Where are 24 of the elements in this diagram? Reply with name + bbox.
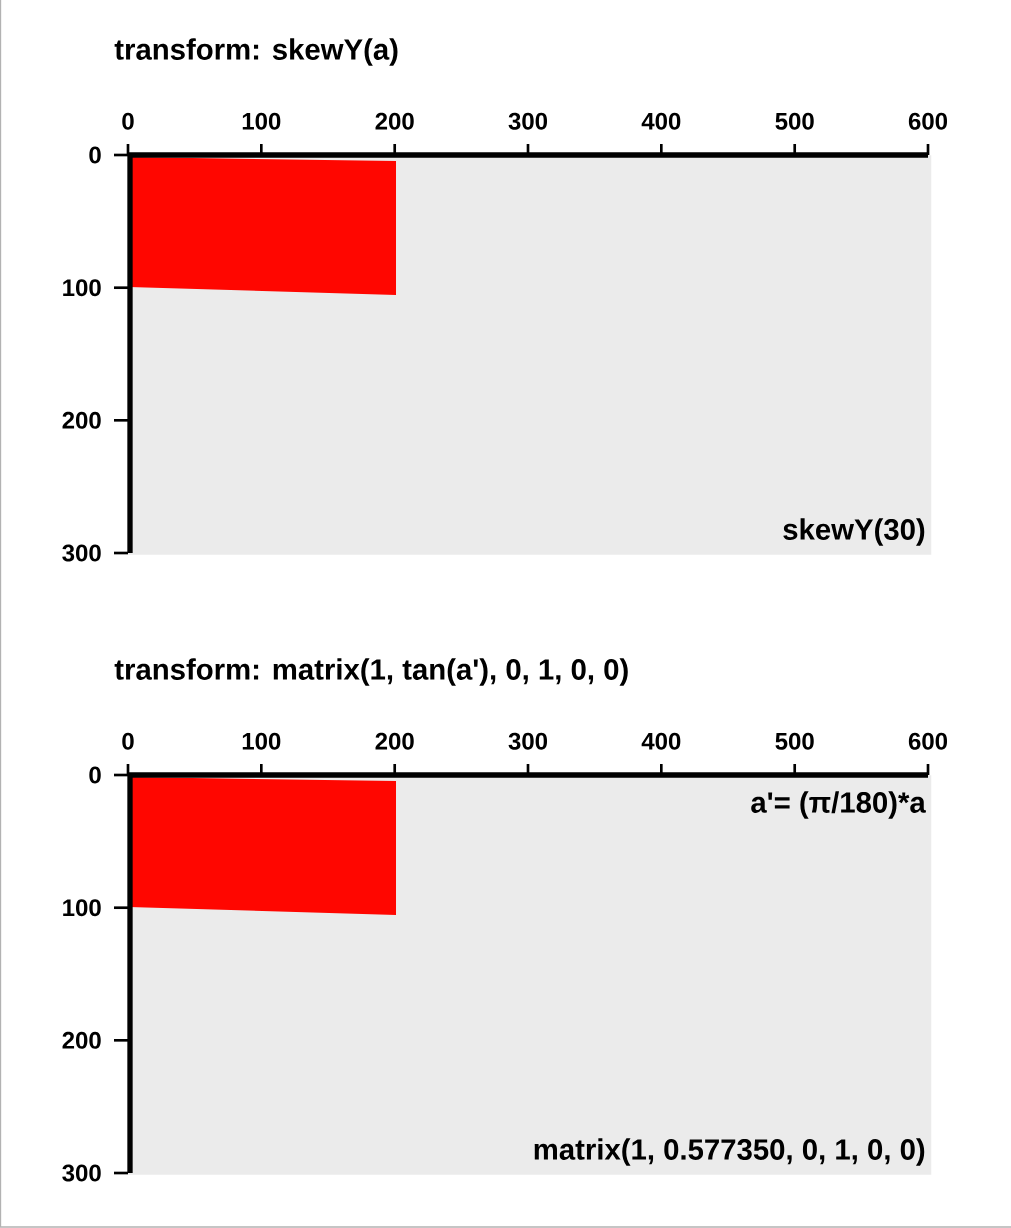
- tick-label: 500: [775, 732, 814, 750]
- tick-label: 600: [908, 732, 948, 750]
- tick-label: 0: [89, 146, 101, 164]
- tick-label: 400: [641, 112, 681, 130]
- tick-label: 300: [508, 732, 548, 750]
- tick-label: 100: [242, 112, 281, 130]
- tick-label: 100: [63, 279, 101, 297]
- tick-label: 100: [63, 899, 101, 917]
- tick-label: 0: [89, 766, 101, 784]
- tick-label: 300: [508, 112, 548, 130]
- tick-label: 200: [62, 1031, 101, 1049]
- tick-label: 200: [375, 732, 414, 750]
- tick-label: 0: [122, 112, 134, 130]
- tick-label: 0: [122, 732, 134, 750]
- tick-label: 400: [641, 732, 681, 750]
- tick-label: 200: [375, 112, 414, 130]
- tick-label: 300: [62, 1164, 101, 1182]
- tick-label: 500: [775, 112, 814, 130]
- tick-label: 600: [908, 112, 948, 130]
- tick-label: 300: [62, 544, 101, 562]
- tick-label: 100: [242, 732, 281, 750]
- title: transform: matrix(1, tan(a'), 0, 1, 0, 0): [114, 658, 628, 686]
- title: transform: skewY(a): [114, 38, 398, 66]
- tick-label: 200: [62, 411, 101, 429]
